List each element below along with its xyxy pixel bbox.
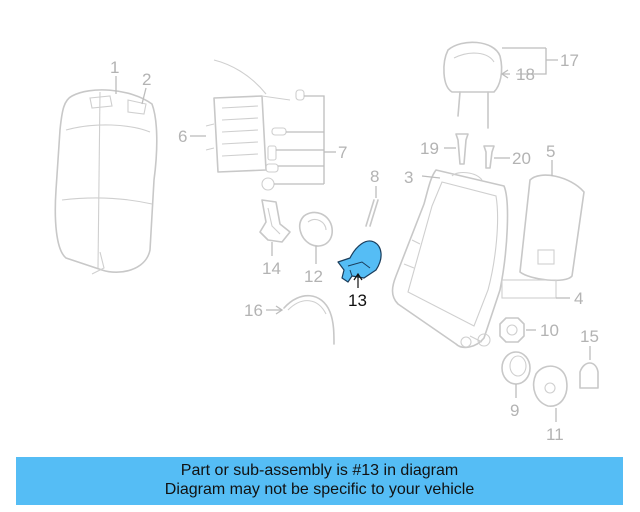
cable [266, 294, 335, 345]
headrest [443, 41, 558, 129]
headrest-guides [444, 133, 510, 169]
info-banner: Part or sub-assembly is #13 in diagram D… [16, 457, 623, 505]
callout-16: 16 [244, 301, 263, 320]
hardware-cluster [261, 89, 336, 191]
callout-4: 4 [574, 289, 583, 308]
callout-13: 13 [348, 291, 367, 310]
lumbar-support [190, 59, 291, 173]
small-cover [579, 346, 599, 389]
callout-11: 11 [546, 425, 564, 444]
callout-12: 12 [304, 267, 323, 286]
callout-20: 20 [512, 149, 531, 168]
seat-back-cover [54, 76, 158, 275]
seat-back-frame [391, 169, 509, 349]
callout-17: 17 [560, 51, 579, 70]
callout-10: 10 [540, 321, 559, 340]
bracket [259, 199, 291, 256]
pin [365, 186, 379, 227]
callout-18: 18 [516, 65, 535, 84]
cap [532, 365, 568, 422]
panel-label [501, 279, 570, 299]
banner-line-1: Part or sub-assembly is #13 in diagram [180, 462, 459, 479]
callout-5: 5 [546, 142, 555, 161]
callout-7: 7 [338, 143, 347, 162]
handwheel [501, 351, 531, 398]
rear-panel [519, 160, 585, 282]
callout-2: 2 [142, 70, 151, 89]
parts-diagram: 1 2 3 4 5 6 7 8 9 10 11 12 13 14 15 16 1… [54, 41, 599, 444]
callout-19: 19 [420, 139, 439, 158]
recline-knob [499, 317, 536, 343]
callout-1: 1 [110, 58, 119, 77]
part-13-highlighted[interactable] [337, 240, 382, 288]
callout-14: 14 [262, 259, 281, 278]
cover-plate [298, 211, 333, 264]
callout-8: 8 [370, 167, 379, 186]
callout-15: 15 [580, 327, 599, 346]
callout-3: 3 [404, 168, 413, 187]
callout-6: 6 [178, 127, 187, 146]
callout-9: 9 [510, 401, 519, 420]
banner-line-2: Diagram may not be specific to your vehi… [164, 481, 475, 498]
